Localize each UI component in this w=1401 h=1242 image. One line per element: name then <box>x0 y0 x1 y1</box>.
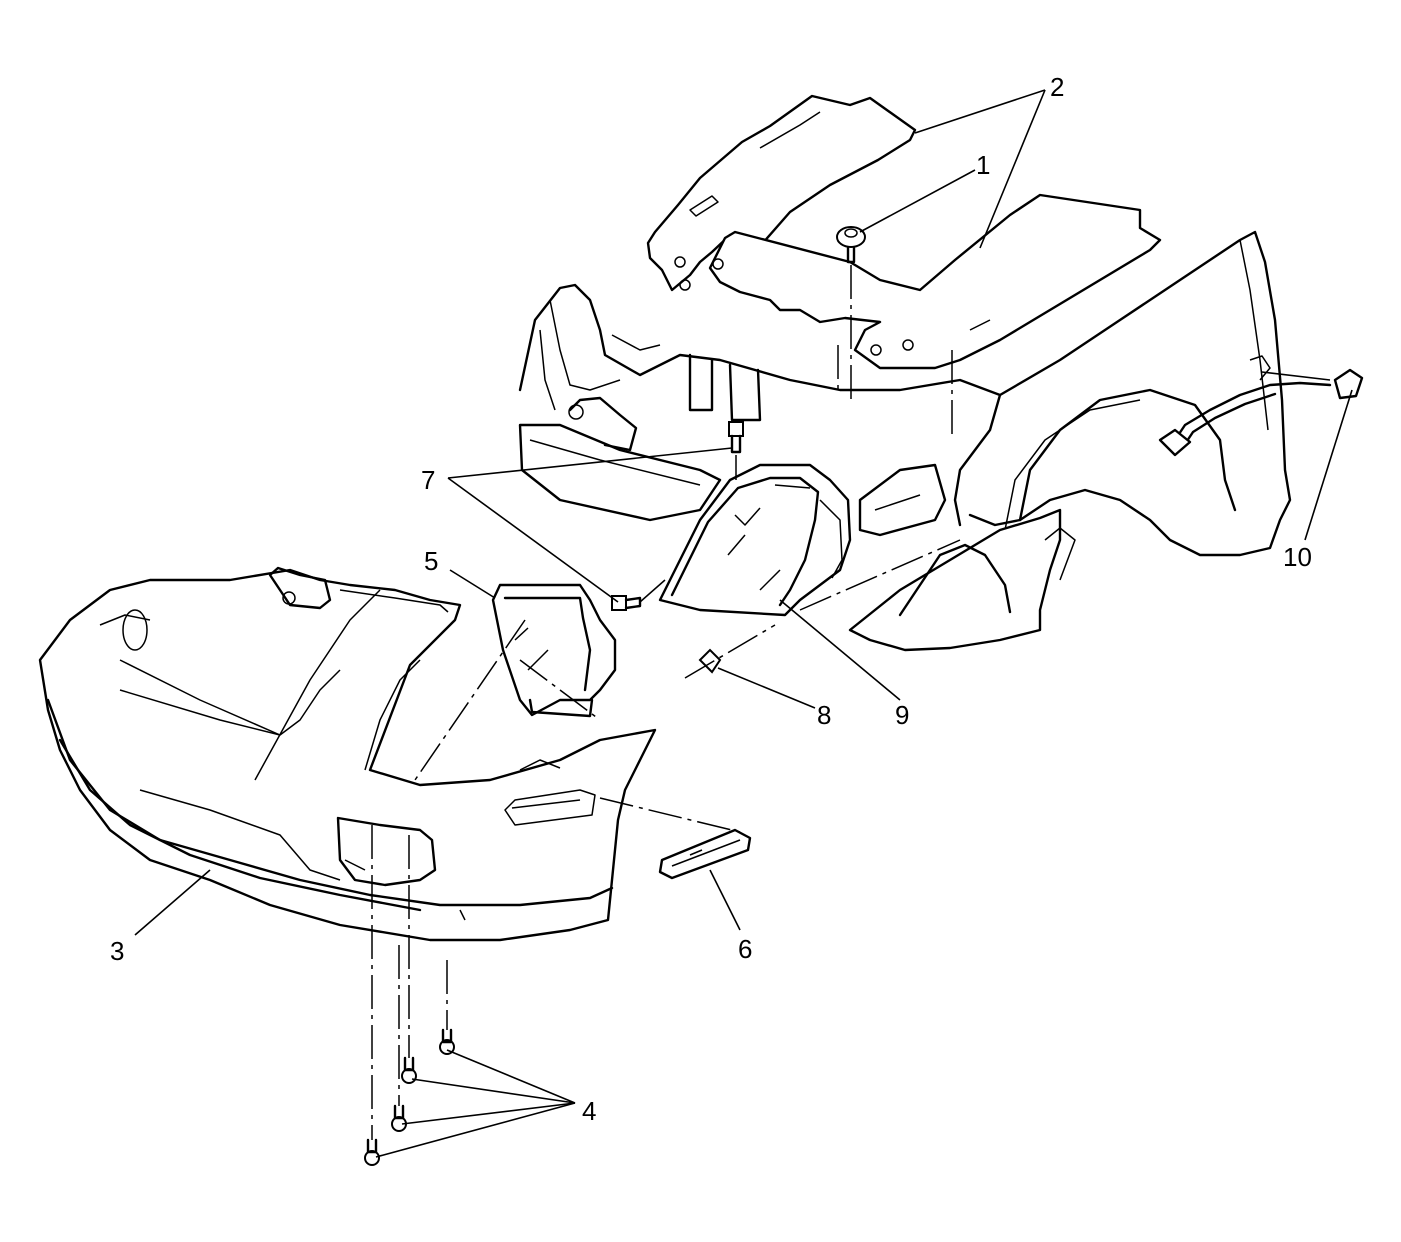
callout-5: 5 <box>424 546 438 576</box>
callout-1: 1 <box>976 150 990 180</box>
clip-fastener-1 <box>836 226 866 264</box>
side-marker-lamp <box>658 828 752 880</box>
callout-2: 2 <box>1050 72 1064 102</box>
wheelhouse-liner <box>848 463 1076 652</box>
callout-10: 10 <box>1283 542 1312 572</box>
bolt-7-lower <box>611 595 642 611</box>
bolt-4-d <box>364 1138 380 1166</box>
marker-lamp-harness <box>1158 368 1364 457</box>
bolt-4-c <box>391 1104 407 1132</box>
bolt-4-a <box>439 1028 455 1055</box>
phantom-lines <box>371 265 961 1140</box>
callout-8: 8 <box>817 700 831 730</box>
callout-3: 3 <box>110 936 124 966</box>
upper-panel-left <box>646 94 917 292</box>
callout-4: 4 <box>582 1096 596 1126</box>
upper-panel-right <box>708 193 1162 370</box>
fender-structure <box>518 230 1292 557</box>
front-bumper-fascia <box>38 566 657 942</box>
headlamp-assembly <box>658 463 852 617</box>
callout-labels: 1 2 3 4 5 6 7 8 9 10 <box>110 72 1312 1126</box>
bolt-7-upper <box>728 421 744 454</box>
park-lamp-assembly <box>491 583 617 718</box>
bolt-8 <box>698 648 722 674</box>
callout-7: 7 <box>421 465 435 495</box>
callout-6: 6 <box>738 934 752 964</box>
leader-lines <box>134 89 1353 1158</box>
callout-9: 9 <box>895 700 909 730</box>
